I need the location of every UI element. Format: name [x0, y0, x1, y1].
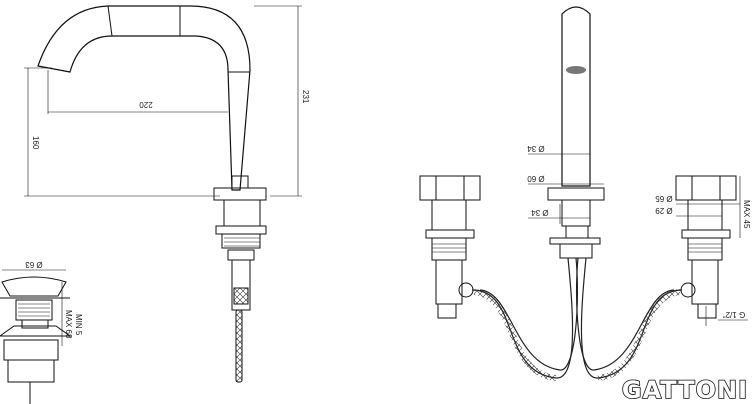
brand-logo-text: GATTONI — [622, 376, 748, 404]
dim-spout-reach: 220 — [139, 100, 153, 109]
dim-shank: Ø 34 — [531, 208, 549, 217]
dim-thread: G 1/2" — [723, 310, 746, 319]
front-dimension-lines — [528, 153, 748, 326]
drain-dimension-lines — [2, 269, 66, 346]
spout-front — [547, 6, 605, 259]
spout-outline — [37, 5, 251, 191]
dim-spout-height: 160 — [31, 136, 40, 150]
drain-detail: Ø 63 MAX 68 MIN 5 — [0, 260, 83, 404]
dim-handle: Ø 65 — [655, 194, 673, 203]
right-handle — [675, 175, 737, 319]
dim-handle-shank: Ø 29 — [655, 206, 673, 215]
dim-max-right: MAX 45 — [742, 200, 751, 229]
side-dimension-lines — [24, 5, 302, 197]
front-view: Ø 34 Ø 60 Ø 34 Ø 65 Ø 29 MAX 45 G 1/2" — [419, 6, 751, 381]
braided-hoses — [471, 257, 683, 381]
left-handle — [419, 175, 481, 319]
dim-overall-height: 231 — [301, 90, 310, 104]
faucet-body — [213, 175, 267, 383]
dim-drain-max: MAX 68 — [64, 310, 73, 339]
dim-base: Ø 60 — [527, 174, 545, 183]
dim-drain-min: MIN 5 — [74, 314, 83, 336]
dim-drain-diameter: Ø 63 — [25, 260, 43, 269]
dim-spout-top: Ø 34 — [527, 144, 545, 153]
side-view: 220 160 231 — [24, 5, 310, 383]
